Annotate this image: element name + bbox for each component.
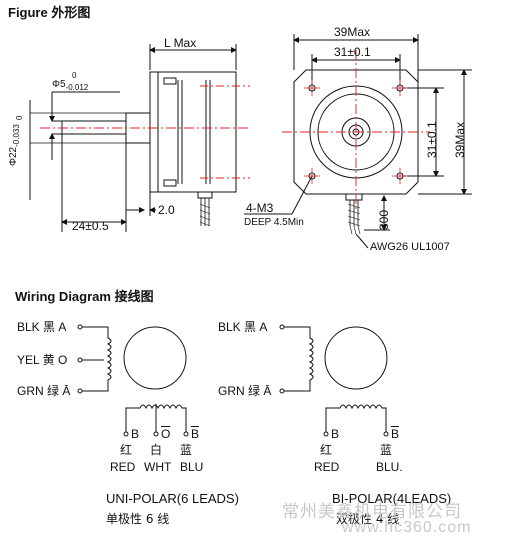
motor-body bbox=[149, 71, 237, 193]
watermark-url: www.hc360.com bbox=[342, 519, 472, 536]
uni-bottom-2-name: BLU bbox=[180, 460, 204, 474]
outline-drawing bbox=[29, 34, 472, 249]
side-view bbox=[29, 44, 237, 232]
dim-l-max: L Max bbox=[164, 36, 197, 50]
bi-bottom-0-sig: B bbox=[331, 427, 340, 441]
dim-boss-tol-top: 0 bbox=[15, 115, 24, 120]
bi-caption-cn: 双极性 4 线 bbox=[336, 512, 400, 526]
bi-left-1: GRN 绿 Ā bbox=[218, 384, 272, 398]
figure-title-cn: 外形图 bbox=[51, 6, 91, 21]
wiring-title-cn: 接线图 bbox=[114, 290, 154, 305]
dim-boss-dia: Φ22-0.033 bbox=[8, 124, 21, 166]
uni-caption-cn: 单极性 6 线 bbox=[106, 512, 170, 526]
bi-bottom-0-cn: 红 bbox=[320, 443, 333, 457]
dim-shaft-len: 24±0.5 bbox=[72, 219, 109, 233]
uni-bottom-2-sig: B bbox=[191, 427, 200, 441]
uni-bottom-1-cn: 白 bbox=[150, 443, 163, 457]
dim-mount: 4-M3 bbox=[246, 201, 274, 215]
flange bbox=[293, 69, 419, 195]
bi-bottom-1-name: BLU. bbox=[376, 460, 403, 474]
uni-rotor bbox=[123, 326, 187, 390]
dim-hole-pitch-v: 31±0.1 bbox=[425, 121, 439, 158]
dim-height: 39Max bbox=[453, 121, 467, 158]
dim-shaft-tol-top: 0 bbox=[72, 71, 77, 80]
uni-bottom-1-name: WHT bbox=[144, 460, 172, 474]
dim-lead-len: 300 bbox=[377, 209, 391, 230]
wiring-drawing bbox=[77, 324, 389, 437]
dim-boss-len: 2.0 bbox=[158, 203, 175, 217]
bi-bottom-0-name: RED bbox=[314, 460, 340, 474]
uni-bottom-0-cn: 红 bbox=[120, 443, 133, 457]
dim-depth: DEEP 4.5Min bbox=[244, 217, 304, 228]
bi-left-0: BLK 黑 A bbox=[218, 320, 268, 334]
uni-left-2: GRN 绿 Ā bbox=[17, 384, 71, 398]
dim-shaft-dia: Φ5-0.012 bbox=[52, 79, 89, 92]
watermark-company: 常州美鑫机电有限公司 bbox=[282, 502, 462, 522]
wiring-title-en: Wiring Diagram bbox=[15, 289, 111, 304]
bi-bottom-1-sig: B bbox=[391, 427, 400, 441]
uni-bottom-0-name: RED bbox=[110, 460, 136, 474]
figure-title-en: Figure bbox=[8, 5, 48, 20]
bi-caption: BI-POLAR(4LEADS) bbox=[332, 491, 452, 506]
uni-left-0: BLK 黑 A bbox=[17, 320, 67, 334]
uni-left-1: YEL 黄 O bbox=[17, 353, 68, 367]
uni-bottom-1-sig: O bbox=[161, 427, 171, 441]
bi-bottom-1-cn: 蓝 bbox=[380, 443, 393, 457]
dim-hole-pitch: 31±0.1 bbox=[334, 45, 371, 59]
dim-shaft-tol: -0.012 bbox=[65, 83, 89, 92]
uni-caption: UNI-POLAR(6 LEADS) bbox=[106, 491, 239, 506]
uni-bottom-2-cn: 蓝 bbox=[180, 443, 193, 457]
uni-bottom-0-sig: B bbox=[131, 427, 140, 441]
wiring-title: Wiring Diagram 接线图 bbox=[15, 286, 154, 305]
shaft bbox=[61, 120, 127, 135]
dim-wire: AWG26 UL1007 bbox=[370, 241, 450, 253]
figure-title: Figure 外形图 bbox=[8, 2, 90, 21]
bi-rotor bbox=[324, 326, 388, 390]
dim-width: 39Max bbox=[334, 25, 371, 39]
dim-boss-tol: -0.033 bbox=[12, 124, 21, 147]
